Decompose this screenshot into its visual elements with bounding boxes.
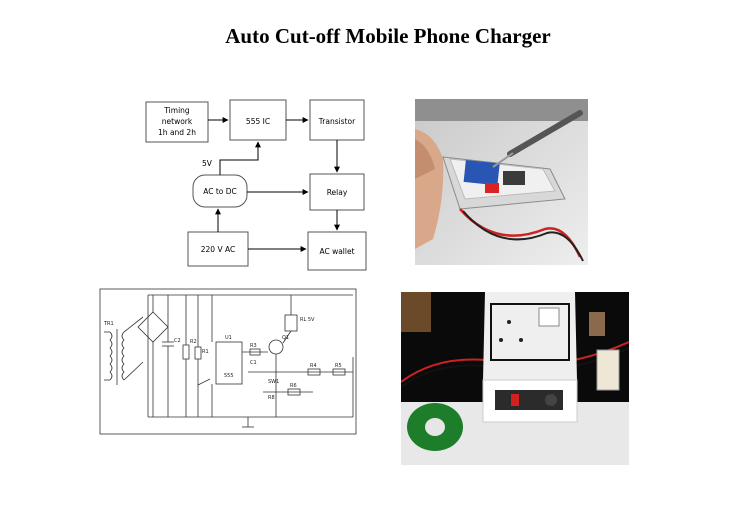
- label-r8: R8: [268, 395, 275, 401]
- label-r2: R2: [190, 339, 197, 345]
- v5-label: 5V: [202, 159, 213, 168]
- ic-555-symbol: [215, 341, 243, 385]
- timing-network-box: [145, 101, 209, 143]
- ic555-label: 555 IC: [246, 117, 270, 126]
- timing-label-1: Timing: [163, 106, 190, 115]
- label-r3: R3: [250, 343, 257, 349]
- label-r6: R6: [290, 383, 297, 389]
- photo-charger-box: [401, 292, 629, 465]
- timing-label-2: network: [162, 117, 193, 126]
- arrow-acdc-555: [219, 141, 261, 175]
- label-555: 555: [224, 373, 234, 379]
- acwallet-label: AC wallet: [319, 247, 354, 256]
- label-r1: R1: [202, 349, 209, 355]
- label-c2: C2: [174, 338, 181, 344]
- acwallet-box: [307, 231, 367, 271]
- block-diagram: Timing network 1h and 2h 555 IC Transist…: [145, 99, 367, 271]
- label-q1: Q1: [282, 335, 289, 341]
- relay-label: Relay: [327, 188, 348, 197]
- label-r4: R4: [310, 363, 317, 369]
- label-sw1: SW1: [268, 379, 279, 385]
- acdc-label: AC to DC: [203, 187, 237, 196]
- timing-label-3: 1h and 2h: [158, 128, 196, 137]
- label-tr1: TR1: [103, 321, 114, 327]
- label-u1: U1: [225, 335, 232, 341]
- photo-soldering: [415, 99, 588, 265]
- circuit-schematic: TR1 C2 R2 R1 U1 555 R3 Q1 C1 RL 5V R4 R5…: [99, 288, 357, 435]
- transistor-label: Transistor: [318, 117, 356, 126]
- page-title: Auto Cut-off Mobile Phone Charger: [225, 24, 551, 48]
- v220-label: 220 V AC: [201, 245, 235, 254]
- label-c1: C1: [250, 360, 257, 366]
- label-r5: R5: [335, 363, 342, 369]
- label-rl: RL 5V: [300, 317, 315, 323]
